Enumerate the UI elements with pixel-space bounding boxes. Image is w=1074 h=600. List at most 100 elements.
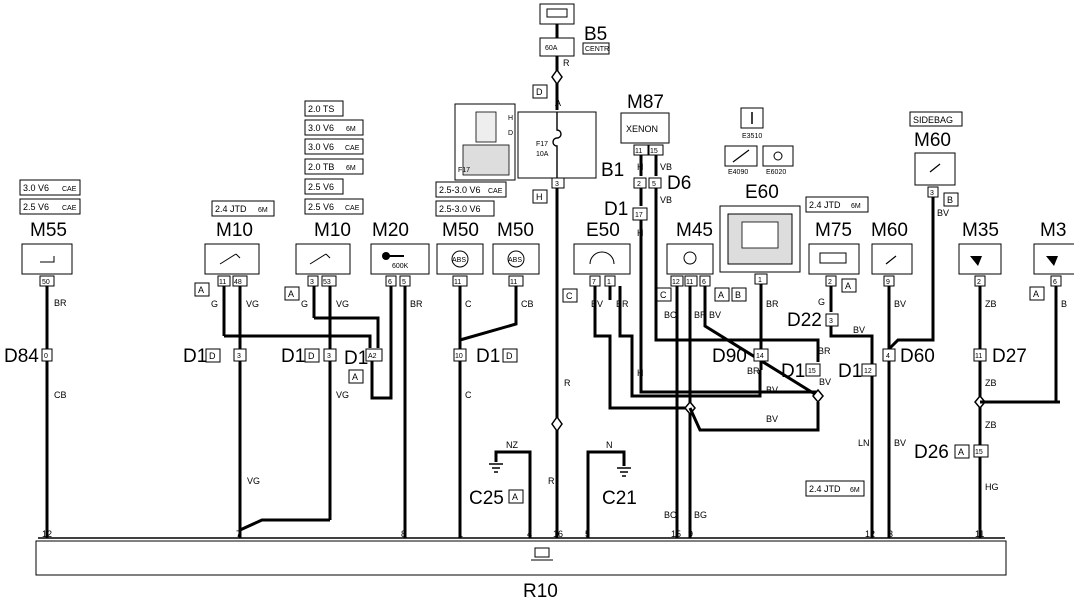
icon-label: E6020 [766, 169, 786, 176]
wire-label: BC [664, 310, 677, 320]
battery-supply: 60A B5 CENTR R D A [532, 3, 610, 110]
node-d26: D26 [914, 442, 949, 463]
inset-label: H [508, 115, 513, 122]
component-m60: M60 9 BV 4 D60 BV [871, 220, 935, 538]
wire-label: G [301, 299, 308, 309]
variant-label: 2.4 JTD [809, 484, 841, 494]
pin-label: 3 [930, 190, 934, 197]
component-m87: M87 XENON 11 15 H VB 2 5 D6 VB 17 D1 H H [604, 92, 820, 394]
pin-label: 6 [1053, 279, 1057, 286]
component-id: E50 [586, 220, 620, 241]
node-d6: D6 [667, 173, 691, 194]
wire-label: BR [747, 366, 760, 376]
variant-label: 2.4 JTD [215, 204, 247, 214]
wire-label: VG [336, 299, 349, 309]
component-id: M75 [815, 220, 852, 241]
fuse-box-b1: F17 H D F17 10A B1 3 H C R R [454, 103, 624, 538]
ground-label: C21 [602, 488, 637, 509]
component-m50-a: 2.5-3.0 V6 CAE 2.5-3.0 V6 M50 ABS 11 C C [435, 181, 507, 538]
wire-label: NZ [506, 440, 518, 450]
pin-label: 11 [454, 279, 461, 286]
tag-a: A [718, 290, 724, 300]
icon-label: E4090 [728, 169, 748, 176]
pin-label: 11 [686, 279, 693, 286]
main-fuse-label: 60A [545, 45, 558, 52]
fuse-label: F17 [536, 141, 548, 148]
wire-label: BV [894, 438, 906, 448]
wire-label: C [465, 299, 472, 309]
component-id: M20 [372, 220, 409, 241]
pin-label: 3 [555, 181, 559, 188]
component-e50: E50 7 1 BV BR [573, 220, 762, 410]
tag-a: A [198, 285, 204, 295]
pin-label: 3 [327, 353, 331, 360]
pin-label: 48 [234, 279, 242, 286]
wire-label: BV [819, 377, 831, 387]
variant-suffix: CAE [345, 205, 360, 212]
variant-suffix: CAE [62, 186, 77, 193]
wire-label: BG [694, 510, 707, 520]
tag-a: A [958, 447, 964, 457]
inset-label: F17 [458, 167, 470, 174]
component-e60: E3510 E4090 E6020 E60 1 BR D90 14 BR [712, 107, 801, 376]
lamp-icon [683, 251, 697, 265]
pin-label: 3 [829, 318, 833, 325]
node-b5-tag: CENTR [585, 46, 609, 53]
wire-label: R [564, 378, 571, 388]
variant-suffix: CAE [345, 145, 360, 152]
ground-c21: N C21 [586, 440, 637, 538]
pin-label: 7 [592, 279, 596, 286]
node-d22: D22 [787, 310, 822, 331]
harness-pin: 3 [888, 529, 893, 539]
wire-label: VG [336, 390, 349, 400]
sensor-icon [219, 253, 241, 265]
variant-suffix: 6M [346, 165, 356, 172]
icon-label: E3510 [742, 133, 762, 140]
component-id: M60 [871, 220, 908, 241]
variant-label: 3.0 V6 [308, 123, 334, 133]
abs-icon-text: ABS [452, 257, 466, 264]
pin-label: 12 [864, 368, 872, 375]
variant-label: 2.5-3.0 V6 [439, 204, 481, 214]
pin-label: 12 [672, 279, 680, 286]
pin-label: 6 [388, 279, 392, 286]
xenon-label: XENON [626, 124, 658, 134]
pin-label: 11 [975, 353, 982, 360]
pin-label: 15 [808, 368, 816, 375]
component-id: M60 [914, 130, 951, 151]
wire-label: VG [246, 299, 259, 309]
component-m10-variants: 2.0 TS 3.0 V6 6M 3.0 V6 CAE 2.0 TB 6M 2.… [224, 100, 380, 532]
wire-label: ZB [985, 420, 997, 430]
tag-a: A [1033, 289, 1039, 299]
pin-label: 5 [402, 279, 406, 286]
airbag-icon [885, 255, 897, 265]
tag-a: A [845, 281, 851, 291]
sensor-icon [40, 256, 55, 263]
wire-label: BR [694, 310, 707, 320]
component-id: M3 [1040, 220, 1066, 241]
pin-label: 5 [652, 181, 656, 188]
pin-label: 50 [42, 279, 50, 286]
variant-label: 2.4 JTD [809, 200, 841, 210]
pin-label: 2 [977, 279, 981, 286]
node-b5: B5 [584, 24, 607, 45]
pin-label: 10 [455, 353, 463, 360]
wire-label: VB [660, 162, 672, 172]
node-d27: D27 [992, 346, 1027, 367]
tag-c: C [660, 290, 667, 300]
pin-label: A2 [368, 353, 377, 360]
seat-icon [1046, 256, 1058, 266]
pin-label: 11 [635, 148, 642, 155]
wire-label: ZB [985, 299, 997, 309]
wire-label: BV [894, 299, 906, 309]
pin-label: 1 [758, 277, 762, 284]
pin-label: 11 [510, 279, 517, 286]
component-id: M55 [30, 220, 67, 241]
battery-icon [539, 3, 575, 25]
wire-label: BV [591, 299, 603, 309]
tag-b: B [947, 195, 953, 205]
sidebag-label: SIDEBAG [913, 115, 953, 125]
fuse-amp: 10A [536, 151, 549, 158]
pin-label: 15 [650, 148, 658, 155]
